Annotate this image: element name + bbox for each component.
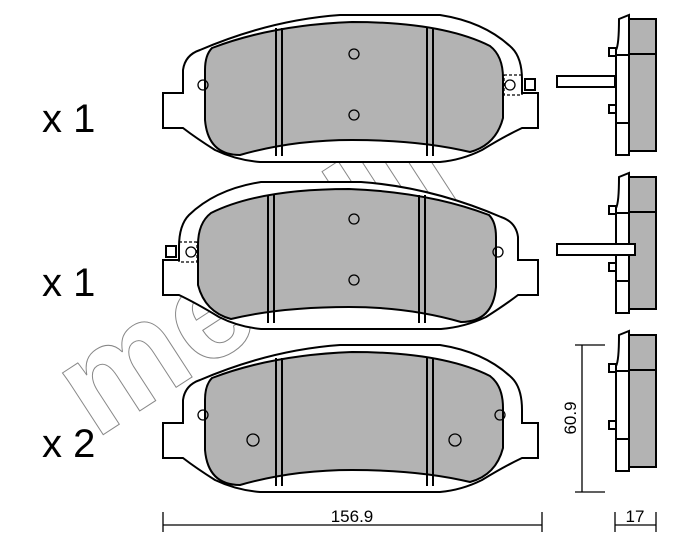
hole-icon <box>348 109 360 121</box>
quantity-label: x 1 <box>42 97 95 141</box>
side-view-3 <box>608 330 657 472</box>
wear-sensor-icon <box>503 74 536 96</box>
side-view-2 <box>556 172 657 314</box>
thickness-dimension <box>614 512 657 532</box>
quantity-label: x 1 <box>42 261 95 305</box>
brake-pad-2 <box>162 181 539 330</box>
height-dimension <box>575 344 605 493</box>
hole-icon <box>348 48 360 60</box>
brake-pad-3 <box>162 344 539 493</box>
quantity-label: x 2 <box>42 422 95 466</box>
thickness-value: 17 <box>626 507 645 526</box>
width-value: 156.9 <box>331 507 374 526</box>
brake-pad-1 <box>162 14 539 163</box>
height-value: 60.9 <box>561 401 580 434</box>
width-dimension <box>162 512 543 532</box>
side-view-1 <box>556 14 657 156</box>
wear-sensor-icon <box>165 241 198 263</box>
